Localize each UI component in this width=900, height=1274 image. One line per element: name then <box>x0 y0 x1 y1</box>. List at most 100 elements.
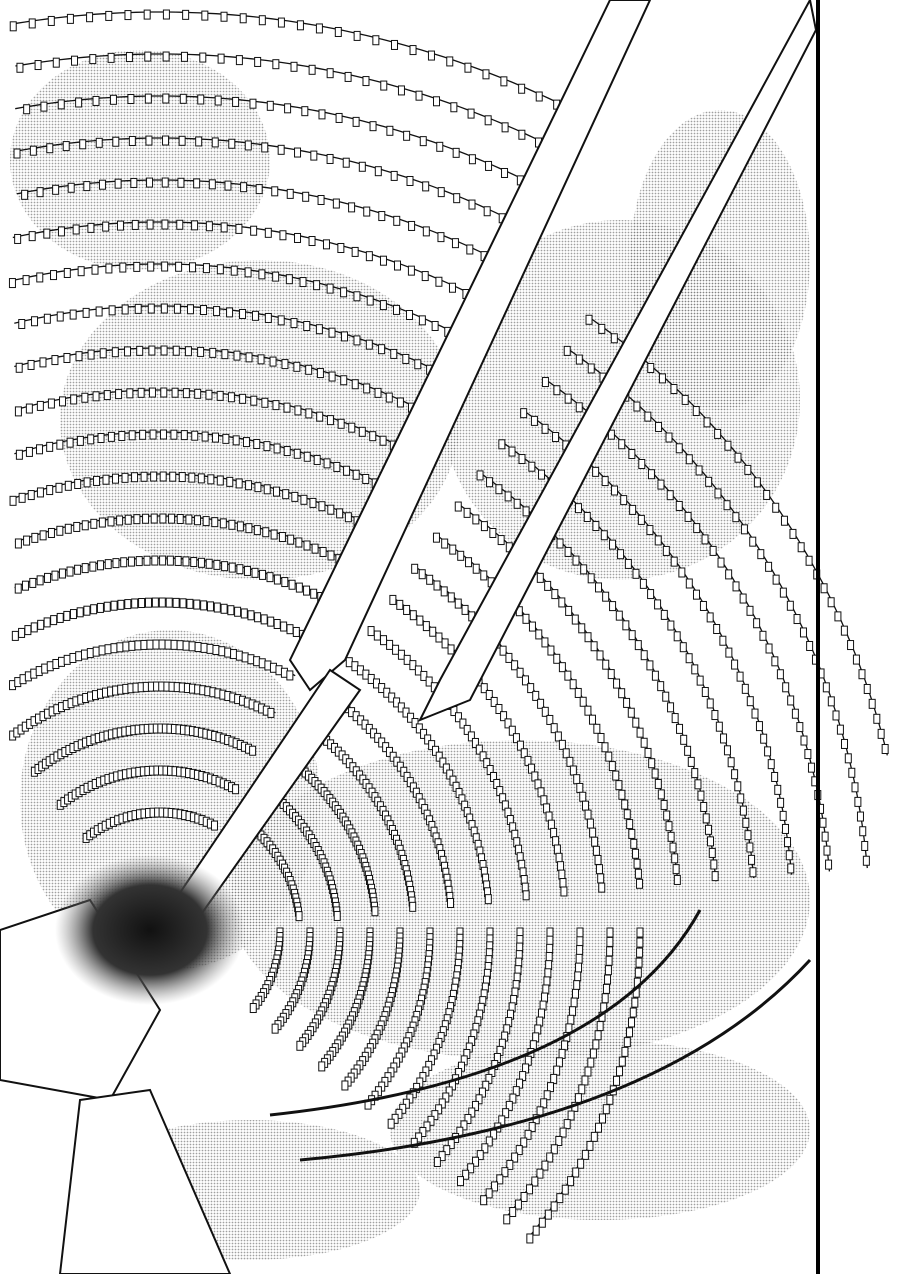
seat <box>396 397 404 408</box>
seat <box>221 561 229 572</box>
seat <box>9 495 17 506</box>
seat <box>310 150 318 161</box>
seat <box>611 485 619 496</box>
seat <box>287 534 295 545</box>
seat <box>587 363 595 374</box>
seat <box>847 640 855 651</box>
seat <box>468 1107 476 1118</box>
seat <box>317 194 325 205</box>
seat <box>500 711 508 722</box>
seat <box>646 525 654 536</box>
seat <box>522 506 530 517</box>
seat <box>564 546 572 557</box>
seat <box>692 589 700 600</box>
seat <box>724 440 732 451</box>
seat <box>518 83 526 94</box>
seat <box>520 408 528 419</box>
seat <box>124 599 132 610</box>
seat <box>504 491 512 502</box>
seat <box>514 1199 522 1210</box>
central-bridge-structure <box>0 0 818 1274</box>
seat <box>586 1140 594 1151</box>
seat <box>606 936 614 947</box>
seat <box>254 612 262 623</box>
seat <box>584 705 592 716</box>
seat <box>535 91 543 102</box>
seat <box>14 538 22 549</box>
seat <box>407 712 415 723</box>
seat <box>636 927 644 938</box>
seat <box>143 555 151 566</box>
seat <box>485 1136 493 1147</box>
seat <box>501 122 509 133</box>
seat <box>385 392 393 403</box>
seat <box>418 569 426 580</box>
seat <box>194 388 202 399</box>
seat <box>56 311 64 322</box>
seat <box>501 167 509 178</box>
seat <box>222 433 230 444</box>
seat <box>119 262 127 273</box>
seat <box>107 431 115 442</box>
seat <box>11 630 19 641</box>
seat <box>257 354 265 365</box>
seat <box>446 56 454 67</box>
seat <box>118 430 126 441</box>
seat <box>640 737 648 748</box>
seat <box>277 144 285 155</box>
seat <box>258 15 266 26</box>
seat <box>334 26 342 37</box>
seat <box>608 761 616 772</box>
seat <box>263 484 271 495</box>
seat <box>771 656 779 667</box>
seat <box>253 525 261 536</box>
seat <box>511 660 519 671</box>
seat <box>164 639 172 650</box>
seat <box>621 1046 629 1057</box>
seat <box>472 563 480 574</box>
seat <box>369 431 377 442</box>
seat <box>36 444 44 455</box>
seat <box>230 649 238 660</box>
seat <box>336 508 344 519</box>
seat <box>604 974 612 985</box>
seat <box>565 605 573 616</box>
seat <box>667 620 675 631</box>
seat <box>739 805 747 816</box>
seat <box>209 347 217 358</box>
seat <box>146 219 154 230</box>
seat <box>589 1048 597 1059</box>
seat <box>435 751 443 762</box>
seat <box>392 644 400 655</box>
seat <box>575 402 583 413</box>
seat <box>535 629 543 640</box>
seat <box>40 101 48 112</box>
seat <box>114 178 122 189</box>
seat <box>644 411 652 422</box>
seat <box>28 231 36 242</box>
seat <box>47 15 55 26</box>
seat <box>390 170 398 181</box>
seat <box>848 767 856 778</box>
seat <box>194 642 202 653</box>
seat <box>776 669 784 680</box>
seat <box>313 280 321 291</box>
seat <box>116 220 124 231</box>
seat <box>299 277 307 288</box>
seat <box>701 534 709 545</box>
seat <box>112 473 120 484</box>
seat <box>777 797 785 808</box>
seat <box>162 135 170 146</box>
seat <box>464 1113 472 1124</box>
seat <box>636 727 644 738</box>
seat <box>602 983 610 994</box>
seat <box>294 232 302 243</box>
seat <box>105 10 113 21</box>
seat <box>784 837 792 848</box>
seat <box>201 431 209 442</box>
seat <box>706 698 714 709</box>
seat <box>294 405 302 416</box>
seat <box>216 264 224 275</box>
seat <box>623 697 631 708</box>
seat <box>86 12 94 23</box>
